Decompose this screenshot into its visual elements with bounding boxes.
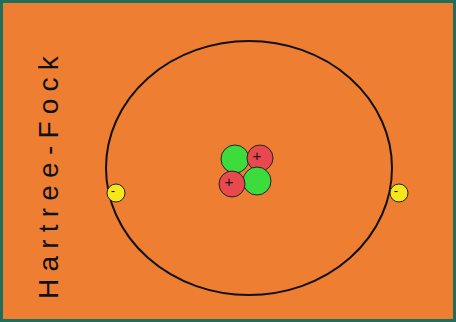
electron-charge: - — [394, 184, 398, 197]
electron-charge: - — [111, 184, 115, 197]
proton-charge: + — [225, 174, 234, 189]
neutron — [221, 145, 249, 173]
proton-charge: + — [253, 148, 262, 163]
orbit-circle — [106, 41, 392, 295]
electron — [390, 184, 408, 202]
neutron — [243, 167, 271, 195]
electron — [107, 184, 125, 202]
atom-illustration — [3, 3, 456, 322]
proton — [219, 171, 245, 197]
diagram-title-vertical: Hartree-Fock — [35, 49, 63, 299]
